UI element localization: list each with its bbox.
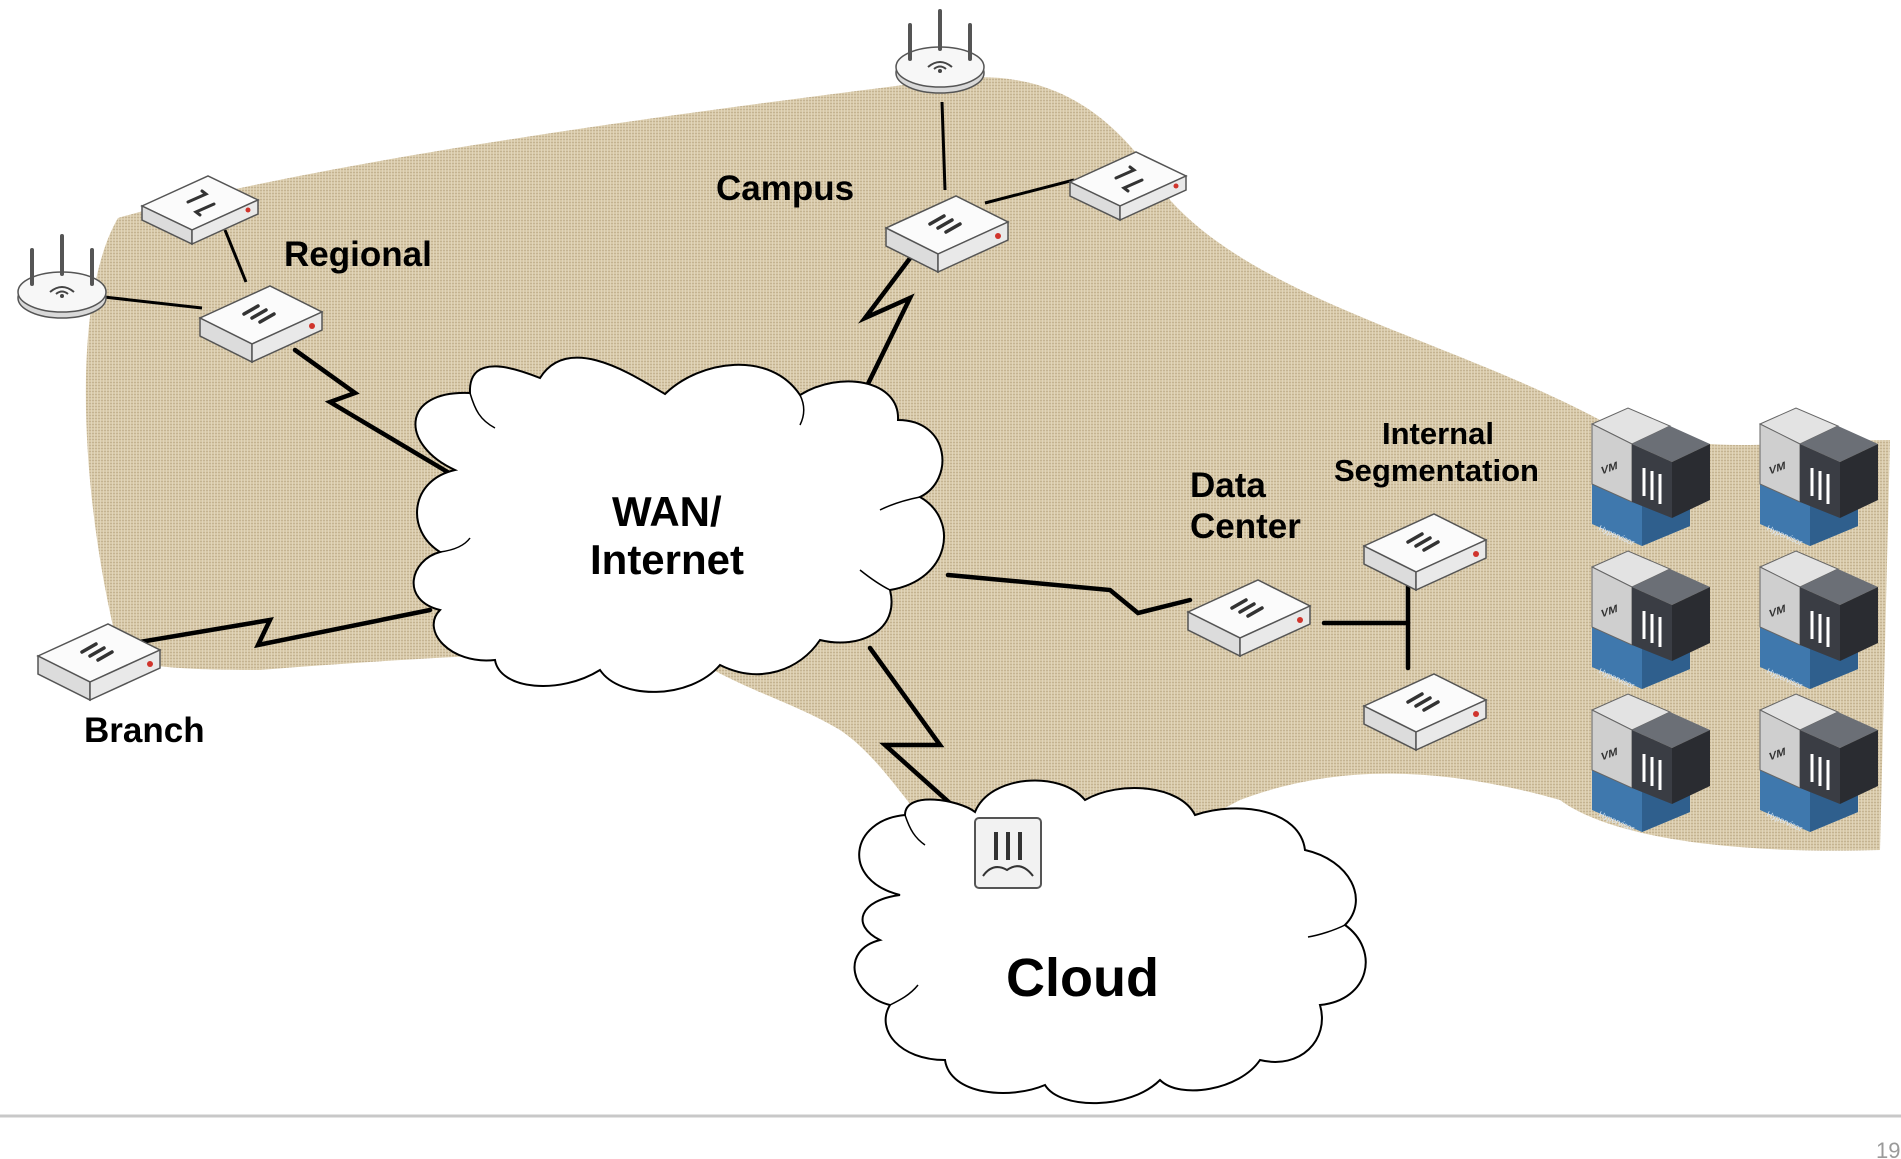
vm-cluster-right	[1758, 406, 1880, 836]
link-branch-wan	[125, 607, 433, 649]
cloud-bubble	[853, 779, 1367, 1105]
link-cloud-wan	[867, 645, 983, 833]
link-campus-switch	[984, 178, 1075, 205]
regional-wireless-access-point-icon[interactable]	[16, 234, 108, 320]
label-data-center-line1: Data	[1190, 466, 1266, 505]
link-campus-wap	[940, 101, 947, 191]
cloud-firewall-icon[interactable]	[974, 817, 1042, 889]
link-campus-wan	[857, 242, 923, 393]
link-regional-wan	[292, 347, 469, 486]
label-wan-line2: Internet	[590, 536, 744, 583]
label-cloud: Cloud	[1006, 948, 1159, 1008]
label-data-center-line2: Center	[1190, 507, 1301, 546]
label-internal-seg-line1: Internal	[1382, 416, 1494, 451]
campus-wireless-access-point-icon[interactable]	[894, 9, 986, 95]
label-regional: Regional	[284, 235, 432, 274]
label-branch: Branch	[84, 711, 205, 750]
link-regional-wap	[103, 295, 203, 310]
wan-links	[125, 242, 1411, 833]
label-wan-line1: WAN/	[612, 488, 722, 535]
wan-internet-cloud	[412, 356, 945, 693]
vm-cluster-left	[1590, 406, 1712, 836]
page-number: 19	[1876, 1138, 1900, 1159]
link-regional-switch	[223, 229, 248, 283]
link-datacenter-wan	[945, 572, 1193, 616]
label-internal-seg-line2: Segmentation	[1334, 453, 1539, 488]
label-campus: Campus	[716, 169, 854, 208]
